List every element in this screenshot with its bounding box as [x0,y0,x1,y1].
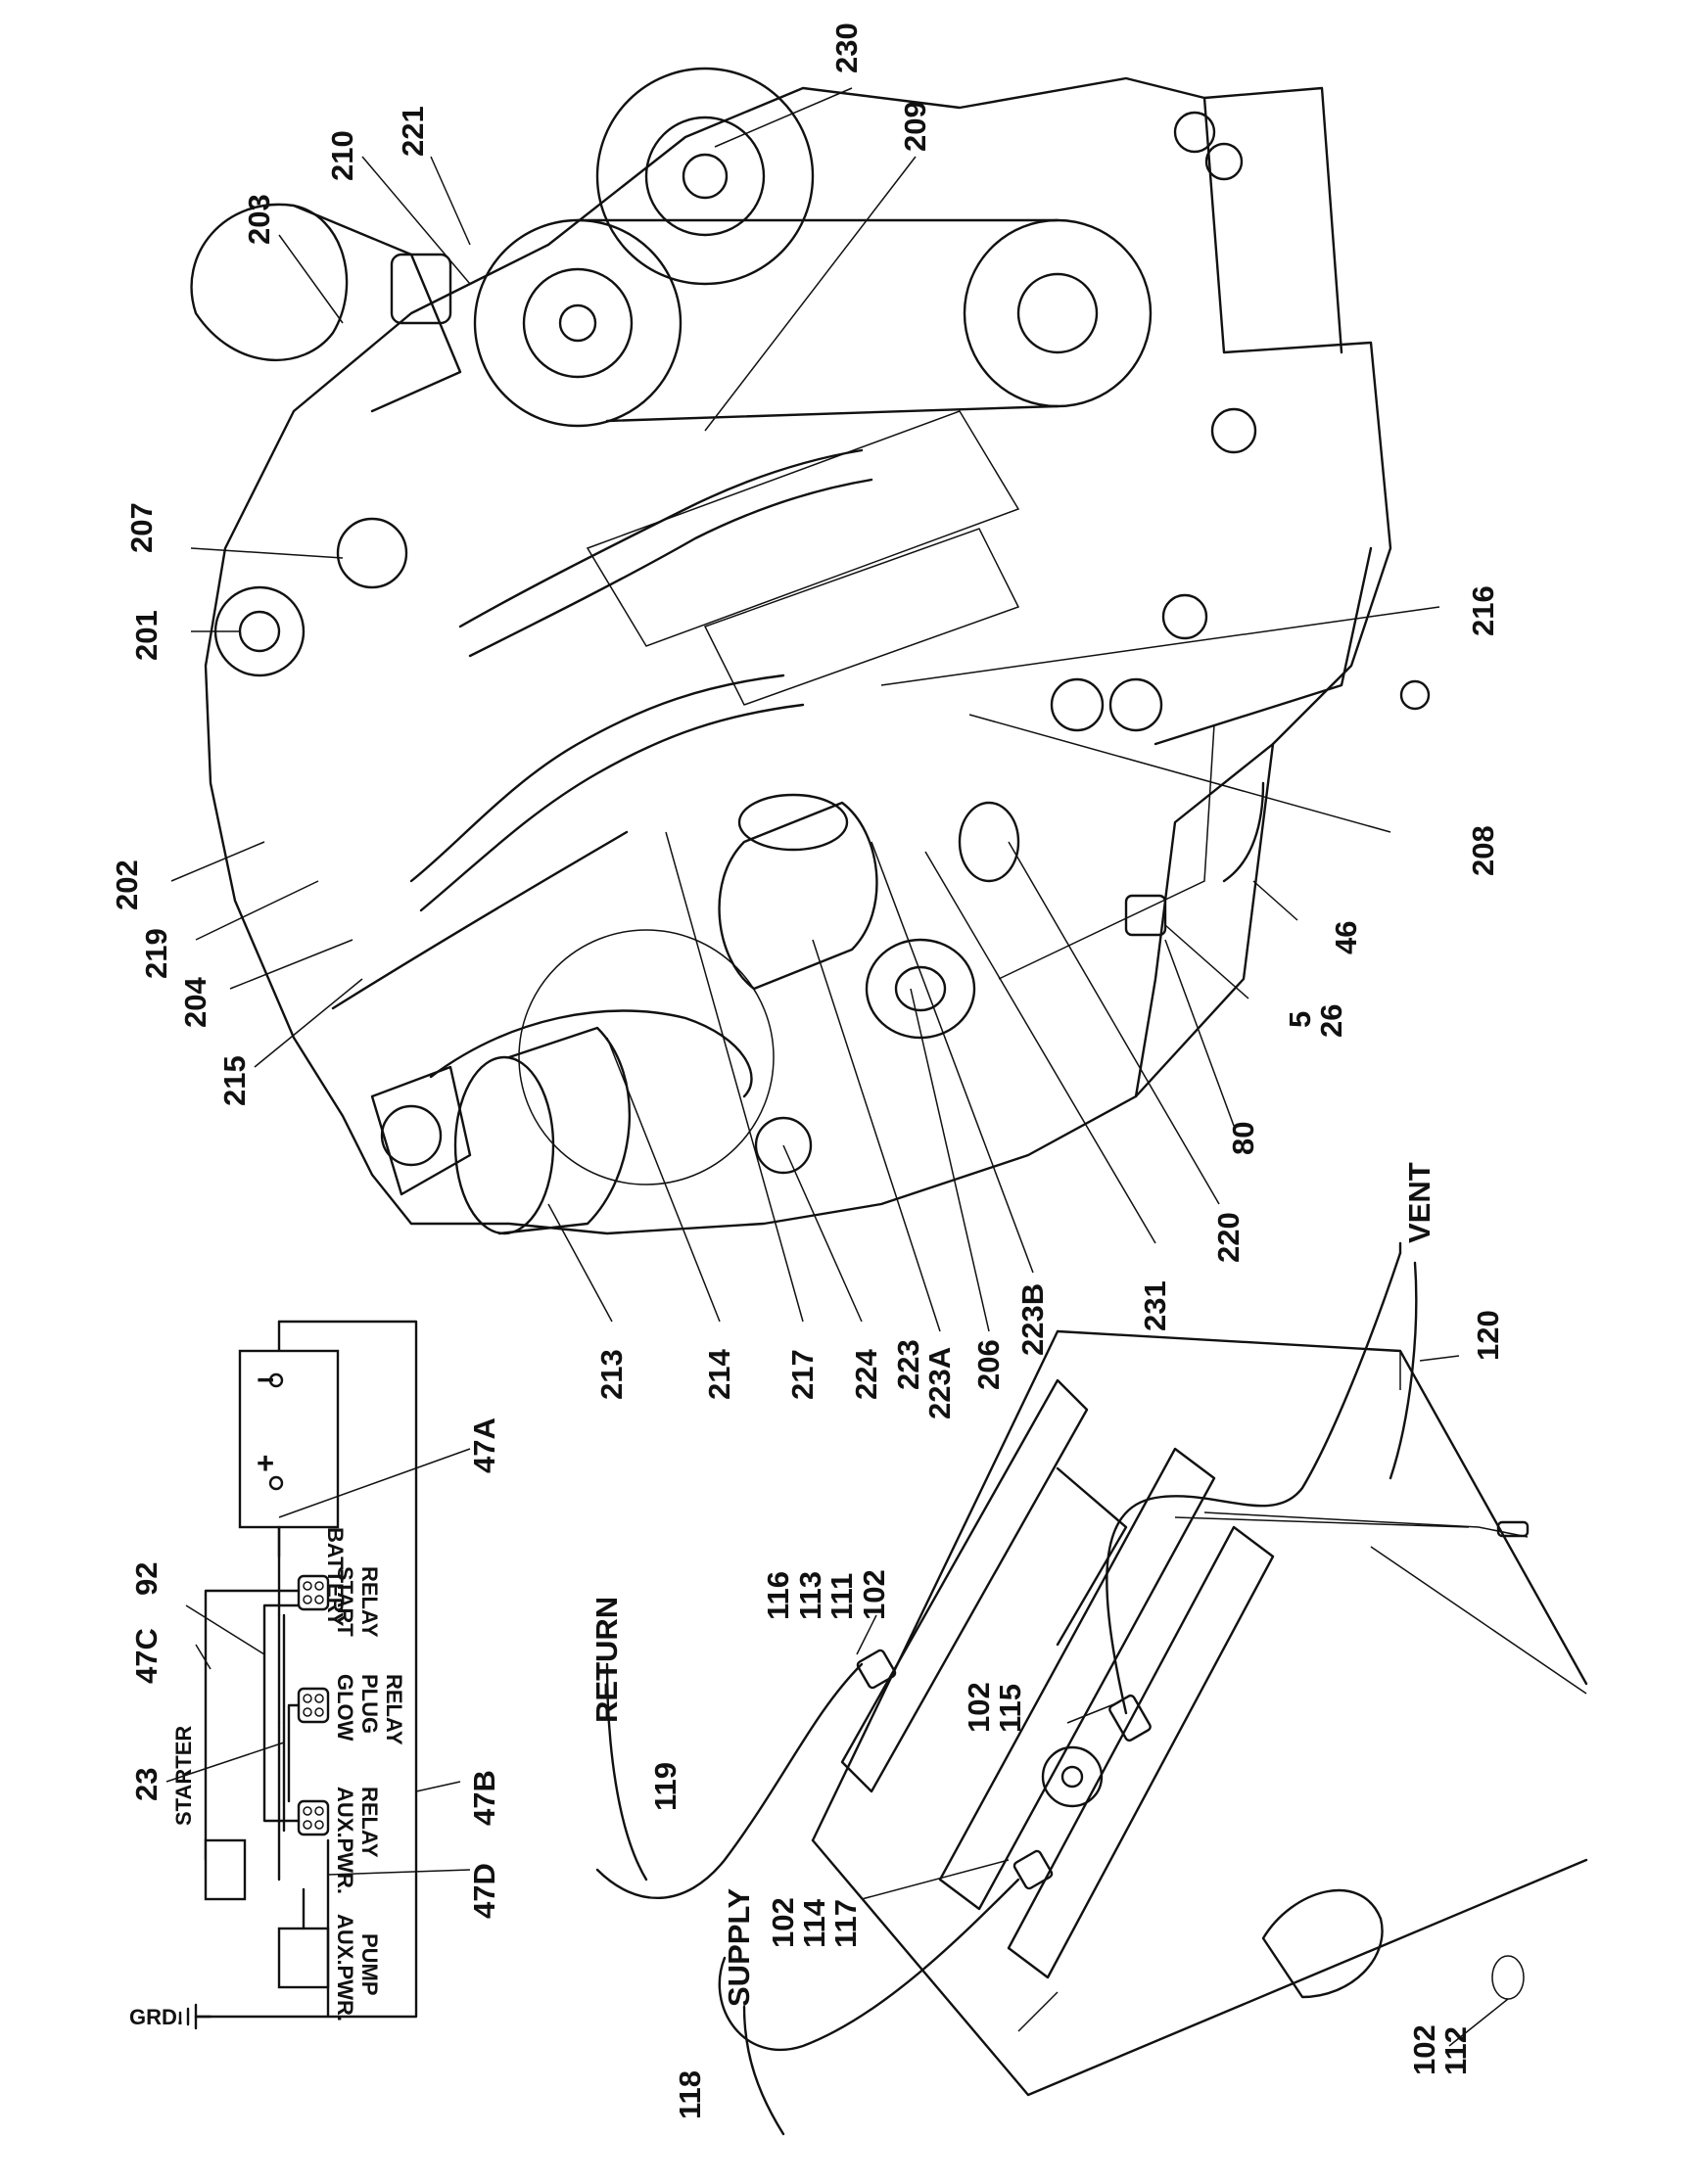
callout-117: 117 [828,1899,863,1948]
callout-207: 207 [124,502,159,553]
battery-label: BATTERY [323,1527,348,1627]
callout-26: 26 [1314,1004,1348,1038]
callout-46: 46 [1329,921,1363,954]
callout-labels: 230 209 221 210 203 207 201 216 208 202 … [110,23,1505,2119]
callout-223a: 223A [922,1347,957,1419]
callout-223: 223 [891,1339,925,1390]
callout-47d: 47D [467,1863,501,1919]
ground-label: GRD. [129,2005,183,2029]
callout-221: 221 [396,106,430,157]
callout-206: 206 [971,1339,1006,1390]
aux-pump-box [277,1927,330,1989]
callout-201: 201 [129,610,164,661]
callout-231: 231 [1138,1280,1172,1331]
callout-214: 214 [702,1349,736,1400]
callout-217: 217 [785,1349,820,1400]
aux-power-relay [297,1799,330,1836]
callout-23: 23 [129,1768,164,1801]
starter-box [204,1838,247,1901]
callout-102-d: 102 [1407,2024,1441,2075]
callout-supply: SUPPLY [722,1887,756,2007]
callout-102-b: 102 [962,1682,996,1733]
callout-209: 209 [898,101,932,152]
callout-118: 118 [673,2070,707,2119]
start-relay-label-1: START [333,1566,357,1637]
battery-box [238,1349,340,1529]
glow-relay-label-3: RELAY [382,1674,406,1745]
leader-lines [170,87,1460,2032]
callout-220: 220 [1211,1212,1246,1263]
callout-210: 210 [325,130,359,181]
battery-minus-label: − [257,1363,274,1397]
callout-111: 111 [824,1573,859,1620]
callout-213: 213 [594,1349,629,1400]
callout-203: 203 [242,194,276,245]
callout-224: 224 [849,1349,883,1400]
starter-label: STARTER [171,1726,196,1826]
start-relay-label-2: RELAY [357,1566,382,1638]
glow-relay-label-1: GLOW [333,1674,357,1742]
wiring-schematic [165,1320,471,2030]
battery-plus-label: + [257,1446,274,1480]
callout-115: 115 [993,1684,1027,1733]
callout-102-a: 102 [857,1569,891,1620]
callout-112: 112 [1438,2026,1473,2075]
callout-120: 120 [1471,1310,1505,1361]
callout-return: RETURN [589,1597,624,1723]
callout-119: 119 [648,1762,683,1811]
callout-208: 208 [1466,825,1500,876]
glow-plug-relay [297,1687,330,1724]
callout-92: 92 [129,1562,164,1596]
fuel-tank [595,1241,1588,2136]
callout-204: 204 [178,977,212,1028]
aux-pump-label-2: PUMP [357,1933,382,1996]
aux-relay-label-2: RELAY [357,1787,382,1858]
callout-219: 219 [139,928,173,979]
callout-vent: VENT [1402,1162,1436,1243]
glow-relay-label-2: PLUG [357,1674,382,1734]
callout-116: 116 [761,1571,795,1620]
callout-202: 202 [110,860,144,910]
callout-113: 113 [793,1571,827,1620]
callout-216: 216 [1466,585,1500,636]
start-relay [297,1574,330,1611]
callout-47b: 47B [467,1770,501,1826]
callout-102-c: 102 [766,1897,800,1948]
callout-114: 114 [797,1898,831,1948]
callout-80: 80 [1226,1122,1260,1155]
aux-pump-label-1: AUX.PWR. [333,1914,357,2021]
callout-223b: 223B [1015,1283,1050,1356]
callout-230: 230 [829,23,864,73]
aux-relay-label-1: AUX.PWR. [333,1787,357,1894]
callout-215: 215 [217,1055,252,1106]
callout-47c: 47C [129,1628,164,1684]
engine-assembly [190,67,1431,1235]
callout-5: 5 [1283,1011,1317,1028]
callout-47a: 47A [467,1417,501,1473]
